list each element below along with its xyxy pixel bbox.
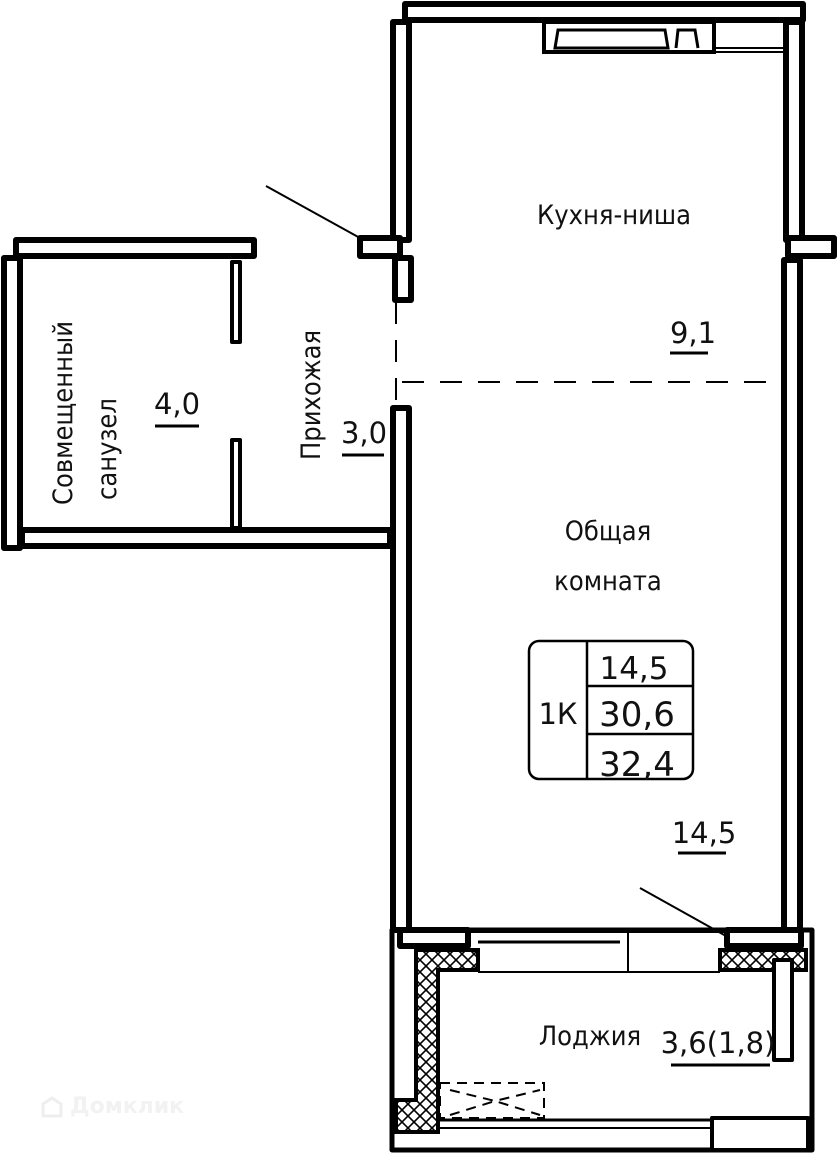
storage-box-cross: [449, 1089, 541, 1116]
insulation-left: [394, 948, 480, 1134]
partition-upper: [230, 260, 242, 344]
house-logo-icon: [41, 1095, 63, 1117]
loggia-outline: [389, 927, 815, 1153]
kitchen-label: Кухня-ниша: [537, 200, 691, 231]
wall-bath-left: [1, 255, 23, 551]
wall-living-left: [390, 405, 412, 933]
wall-top: [402, 1, 806, 23]
kitchen-area: 9,1: [670, 316, 716, 350]
living-label-1: Общая: [565, 516, 651, 547]
total-with-loggia-summary: 32,4: [599, 745, 675, 785]
door-swing-line: [265, 185, 361, 239]
storage-box-dashed: [439, 1082, 545, 1119]
stove-icon: [553, 28, 670, 50]
loggia-corner-block: [710, 1116, 810, 1152]
kitchen-counter: [542, 20, 716, 54]
loggia-label: Лоджия: [539, 1021, 641, 1052]
apartment-type: 1К: [538, 697, 577, 731]
wall-living-right: [781, 257, 803, 933]
hallway-label: Прихожая: [296, 330, 327, 460]
leader-line: [639, 887, 727, 937]
hallway-area: 3,0: [341, 416, 387, 450]
partition-lower: [230, 438, 242, 530]
wall-bath-bottom: [19, 527, 393, 549]
bath-area: 4,0: [154, 387, 200, 421]
wall-kitchen-right: [783, 19, 805, 243]
wall-stub-right: [785, 235, 837, 259]
wall-stub-entrance: [357, 235, 403, 259]
living-area-summary: 14,5: [599, 651, 668, 687]
watermark-text: Домклик: [70, 1094, 185, 1119]
loggia-area: 3,6(1,8): [661, 1026, 776, 1060]
living-label-2: комната: [554, 566, 662, 597]
bath-label-2: санузел: [92, 398, 123, 500]
bath-label-1: Совмещенный: [48, 321, 79, 505]
total-area-summary: 30,6: [599, 695, 675, 735]
apartment-summary-box: 1К 14,5 30,6 32,4: [527, 639, 695, 785]
watermark: Домклик: [40, 1094, 184, 1119]
loggia-wall-right-stub: [724, 927, 804, 949]
loggia-right-post: [772, 958, 794, 1062]
wall-kitchen-left: [390, 19, 412, 243]
living-area: 14,5: [672, 816, 737, 850]
sink-icon: [674, 28, 700, 49]
wall-bath-top: [13, 237, 257, 259]
wall-entrance-jamb: [392, 255, 414, 303]
loggia-wall-left-stub: [397, 927, 471, 949]
